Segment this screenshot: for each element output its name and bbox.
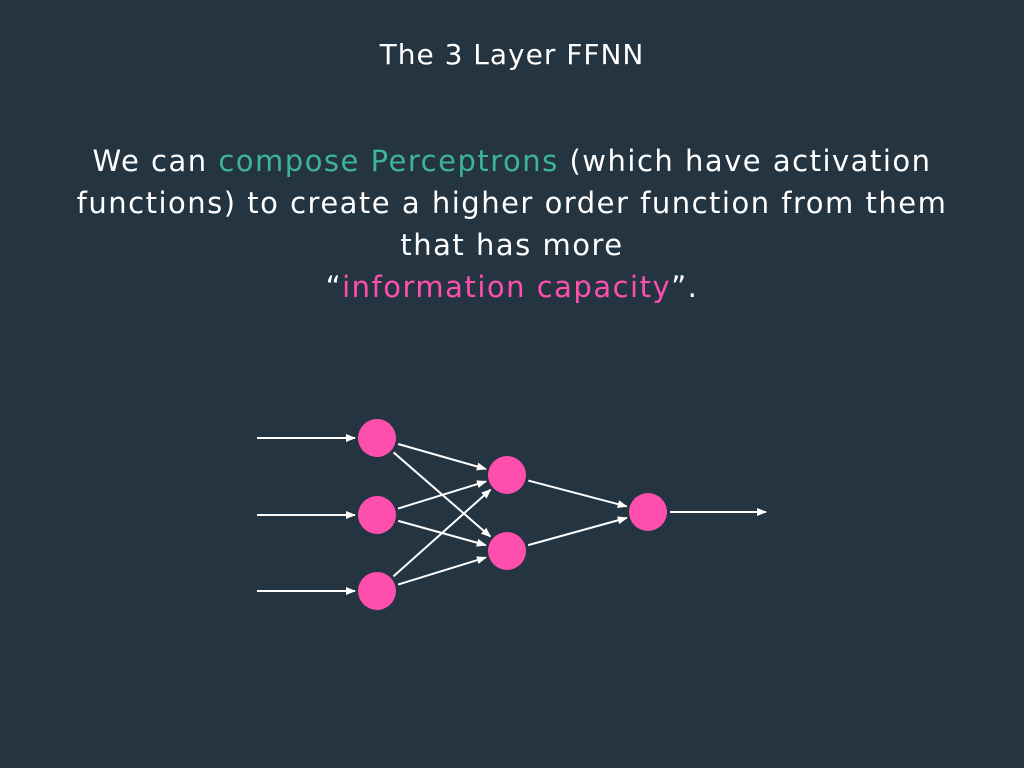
edge-hidden-2-output-1 bbox=[527, 516, 628, 547]
slide-title: The 3 Layer FFNN bbox=[379, 38, 645, 71]
input-node-1 bbox=[358, 419, 396, 457]
close-quote: ”. bbox=[671, 270, 699, 304]
hidden-node-1 bbox=[488, 456, 526, 494]
highlight-information-capacity: information capacity bbox=[342, 270, 672, 304]
edge-hidden-1-output-1 bbox=[528, 479, 628, 509]
edge-input-3-hidden-1 bbox=[392, 488, 492, 578]
highlight-compose-perceptrons: compose Perceptrons bbox=[218, 144, 559, 178]
nodes-group bbox=[358, 419, 667, 610]
hidden-node-2 bbox=[488, 532, 526, 570]
input-node-2 bbox=[358, 496, 396, 534]
edges-group bbox=[257, 434, 767, 595]
open-quote: “ bbox=[325, 270, 343, 304]
edge-input-3-hidden-2 bbox=[397, 556, 487, 586]
edge-input-2-hidden-1 bbox=[397, 480, 487, 510]
edge-input-1-hidden-1 bbox=[397, 443, 487, 471]
output-node-1 bbox=[629, 493, 667, 531]
body-text-part-1: We can bbox=[92, 144, 219, 178]
input-node-3 bbox=[358, 572, 396, 610]
slide-body-text: We can compose Perceptrons (which have a… bbox=[62, 140, 962, 308]
body-text-part-2: (which have activation functions) to cre… bbox=[76, 144, 948, 262]
